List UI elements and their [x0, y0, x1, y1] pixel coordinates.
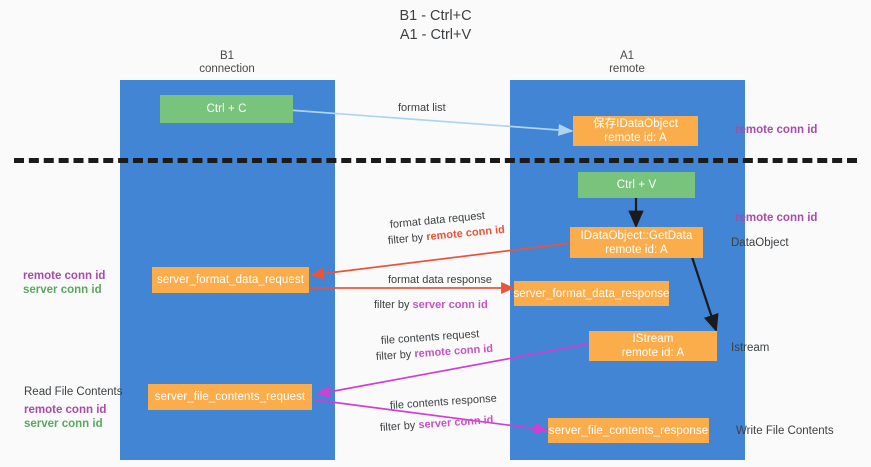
box-istream[interactable]: IStream remote id: A: [589, 331, 717, 361]
phase-divider: [14, 158, 857, 163]
label-right-remote-conn-id-top: remote conn id: [735, 124, 818, 136]
box-server-format-data-request[interactable]: server_format_data_request: [152, 267, 309, 293]
label-left-read-file-contents: Read File Contents: [24, 386, 123, 398]
filter-key-server-conn-id: server conn id: [412, 299, 488, 311]
label-right-remote-conn-id-mid: remote conn id: [735, 212, 818, 224]
box-ctrl-v[interactable]: Ctrl + V: [578, 172, 695, 198]
box-save-dataobject[interactable]: 保存IDataObject remote id: A: [573, 116, 698, 146]
filter-key-server-conn-id: server conn id: [417, 414, 494, 432]
edge-label-format-list: format list: [398, 102, 446, 114]
box-server-file-contents-request[interactable]: server_file_contents_request: [148, 384, 312, 410]
edge-label-format-data-response-filter: filter by server conn id: [374, 298, 488, 313]
edge-label-file-contents-response: file contents response: [389, 392, 498, 412]
label-left-remote-conn-id-2: remote conn id: [24, 404, 107, 416]
box-ctrl-c[interactable]: Ctrl + C: [160, 95, 293, 123]
edge-label-file-contents-response-filter: filter by server conn id: [379, 413, 494, 436]
column-caption-b1: B1 connection: [199, 50, 255, 75]
filter-key-remote-conn-id: remote conn id: [413, 342, 494, 361]
filter-prefix: filter by: [375, 348, 415, 363]
box-server-file-contents-response[interactable]: server_file_contents_response: [548, 418, 709, 443]
label-right-istream: Istream: [731, 342, 770, 354]
filter-prefix: filter by: [374, 299, 413, 311]
column-caption-a1: A1 remote: [609, 50, 645, 75]
diagram-title: B1 - Ctrl+C A1 - Ctrl+V: [399, 8, 472, 43]
label-left-remote-conn-id: remote conn id: [23, 270, 106, 282]
label-right-write-file-contents: Write File Contents: [736, 425, 834, 437]
box-getdata[interactable]: IDataObject::GetData remote id: A: [570, 227, 703, 258]
filter-prefix: filter by: [379, 419, 419, 434]
label-left-server-conn-id-2: server conn id: [24, 418, 103, 430]
label-right-dataobject: DataObject: [731, 237, 789, 249]
filter-prefix: filter by: [387, 231, 427, 247]
label-left-server-conn-id: server conn id: [23, 284, 102, 296]
edge-label-format-data-response: format data response: [388, 274, 492, 286]
box-server-format-data-response[interactable]: server_format_data_response: [513, 281, 669, 306]
